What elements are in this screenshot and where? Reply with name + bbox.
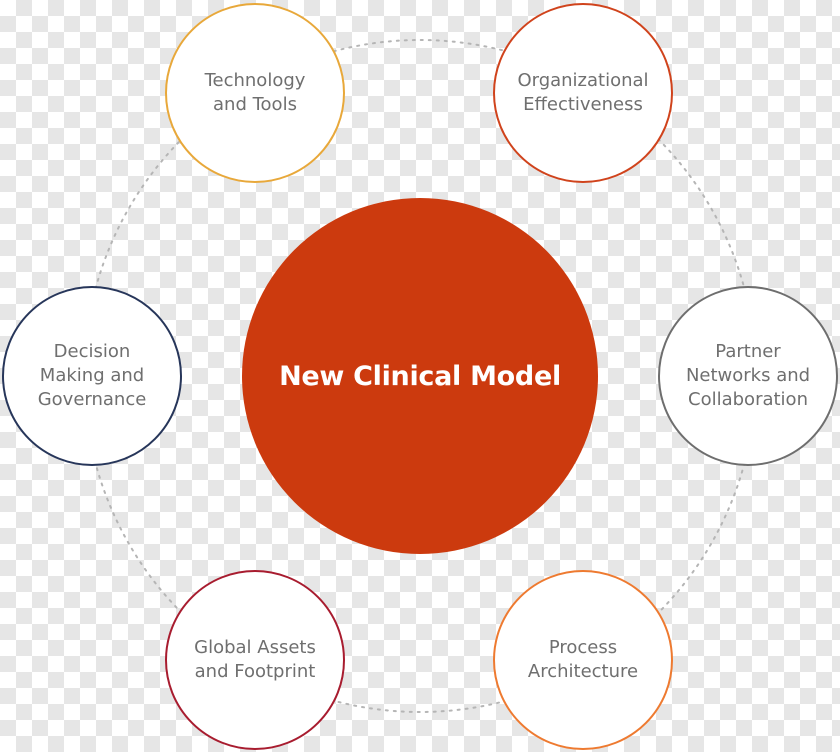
node-label: Organizational Effectiveness (517, 70, 649, 115)
node-organizational-effectiveness: Organizational Effectiveness (493, 3, 673, 183)
node-partner-networks-and-collaboration: Partner Networks and Collaboration (658, 286, 838, 466)
center-label: New Clinical Model (279, 360, 561, 392)
node-global-assets-and-footprint: Global Assets and Footprint (165, 570, 345, 750)
node-technology-and-tools: Technology and Tools (165, 3, 345, 183)
center-circle: New Clinical Model (242, 198, 598, 554)
node-label: Partner Networks and Collaboration (685, 341, 811, 410)
node-label: Process Architecture (527, 637, 639, 682)
node-label: Technology and Tools (204, 70, 306, 115)
node-label: Global Assets and Footprint (194, 637, 316, 682)
node-label: Decision Making and Governance (37, 341, 147, 410)
node-decision-making-and-governance: Decision Making and Governance (2, 286, 182, 466)
node-process-architecture: Process Architecture (493, 570, 673, 750)
